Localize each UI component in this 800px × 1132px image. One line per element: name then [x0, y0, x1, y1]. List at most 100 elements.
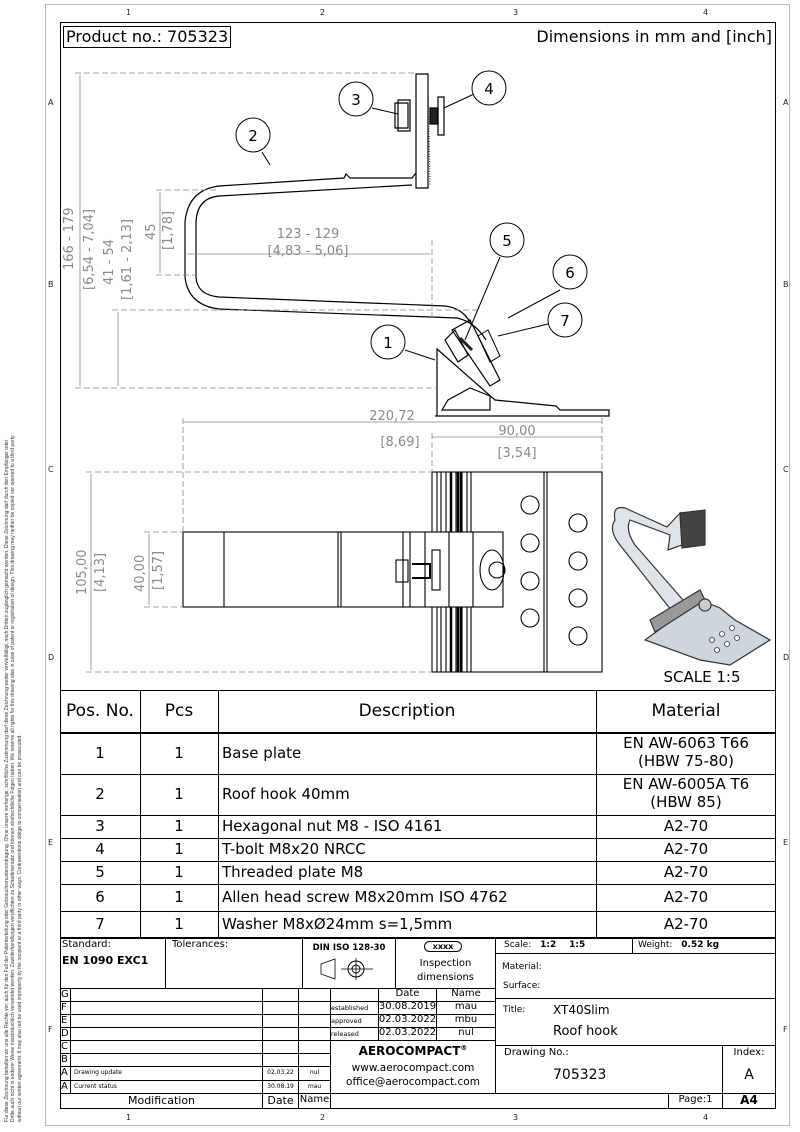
approval-label: established [331, 1004, 369, 1012]
header-pcs: Pcs [164, 701, 194, 721]
approval-date: 02.03.2022 [378, 1014, 437, 1025]
part-description: Washer M8xØ24mm s=1,5mm [222, 914, 453, 933]
part-pos: 5 [95, 862, 105, 881]
company-email[interactable]: office@aerocompact.com [346, 1076, 480, 1088]
revision-letter: F [61, 1002, 67, 1013]
dim-overall-height-inch: [6,54 - 7,04] [82, 209, 97, 290]
dim-reach-inch: [4,83 - 5,06] [268, 244, 349, 259]
part-material-hardness: (HBW 75-80) [638, 752, 734, 770]
zone-right-a: A [783, 98, 789, 107]
part-material: A2-70 [663, 887, 709, 906]
part-pcs: 1 [174, 743, 184, 762]
revision-letter: B [61, 1054, 68, 1065]
standard-label: Standard: [62, 939, 111, 950]
zone-top-2: 2 [320, 8, 326, 17]
din-standard: DIN ISO 128-30 [312, 943, 386, 953]
part-material-hardness: (HBW 85) [650, 793, 722, 811]
revision-date: 30.08.19 [267, 1083, 294, 1090]
company-website[interactable]: www.aerocompact.com [351, 1062, 475, 1074]
company-name-text: AEROCOMPACT [358, 1044, 461, 1058]
title-line2: Roof hook [553, 1024, 618, 1039]
part-pcs: 1 [174, 784, 184, 803]
inspection-line1: Inspection [419, 958, 472, 969]
registered-mark: ® [460, 1044, 468, 1052]
balloon-label-4: 4 [484, 80, 494, 98]
sheet-format: A4 [740, 1093, 758, 1107]
units-note: Dimensions in mm and [inch] [536, 27, 772, 46]
balloon-5 [489, 222, 525, 258]
dim-base-width-inch: [4,13] [93, 553, 108, 592]
balloon-label-7: 7 [560, 312, 570, 330]
dim-base-width: 105,00 [75, 550, 90, 596]
revision-description: Drawing update [74, 1069, 122, 1076]
zone-left-f: F [48, 1025, 53, 1034]
balloon-1 [370, 324, 406, 360]
page-number: Page:1 [678, 1094, 713, 1105]
revision-description: Current status [74, 1083, 117, 1090]
approval-name: mbu [454, 1014, 478, 1025]
part-material: A2-70 [663, 862, 709, 881]
balloon-label-6: 6 [565, 264, 575, 282]
top-dimensions [86, 418, 603, 673]
weight-label: Weight: 0.52 kg [638, 940, 719, 950]
scale-primary: 1:2 [540, 940, 557, 950]
index-value: A [744, 1067, 754, 1083]
material-label: Material: [502, 962, 542, 972]
part-pcs: 1 [174, 862, 184, 881]
part-pos: 3 [95, 816, 105, 835]
dim-lower-height: 41 - 54 [102, 239, 117, 285]
dim-base-length: 90,00 [498, 424, 535, 439]
part-description: Roof hook 40mm [222, 784, 350, 803]
part-pcs: 1 [174, 816, 184, 835]
balloon-label-1: 1 [383, 334, 393, 352]
balloon-4 [471, 70, 507, 106]
part-material: EN AW-6005A T6 [622, 775, 750, 793]
revision-letter: A [61, 1081, 68, 1092]
approval-date-header: Date [395, 988, 420, 999]
dim-total-length: 220,72 [369, 409, 415, 424]
scale-secondary: 1:5 [569, 940, 586, 950]
technical-drawing: 166 - 179 [6,54 - 7,04] 41 - 54 [1,61 - … [62, 70, 772, 686]
balloon-7 [547, 302, 583, 338]
revision-name: nul [309, 1069, 320, 1076]
mounting-holes [520, 495, 588, 646]
balloon-label-3: 3 [351, 91, 361, 109]
approval-date: 02.03.2022 [378, 1027, 437, 1038]
drawing-no-label: Drawing No.: [504, 1047, 569, 1058]
header-description: Description [358, 701, 456, 721]
revision-letter: D [61, 1028, 69, 1039]
revision-letter: E [61, 1015, 68, 1026]
isometric-view [611, 506, 772, 666]
dim-hook-inner-inch: [1,78] [161, 211, 176, 250]
balloon-3 [338, 81, 374, 117]
dim-reach: 123 - 129 [277, 227, 340, 242]
standard-value: EN 1090 EXC1 [62, 954, 149, 967]
title-label: Title: [503, 1005, 526, 1015]
zone-left-a: A [48, 98, 54, 107]
part-description: Hexagonal nut M8 - ISO 4161 [222, 816, 443, 835]
side-dimensions [75, 72, 480, 389]
balloon-label-2: 2 [248, 127, 258, 145]
part-description: Base plate [222, 743, 302, 762]
dim-hook-width: 40,00 [133, 555, 148, 592]
approval-label: released [331, 1030, 359, 1038]
dim-lower-height-inch: [1,61 - 2,13] [120, 219, 135, 300]
index-label: Index: [733, 1047, 765, 1058]
top-dim-labels: 220,72 [8,69] 90,00 [3,54] 105,00 [4,13]… [75, 409, 537, 595]
modification-header: Modification [127, 1094, 196, 1107]
projection-symbol-icon [320, 958, 373, 980]
dim-total-length-inch: [8,69] [380, 435, 419, 450]
part-pcs: 1 [174, 914, 184, 933]
zone-bottom-1: 1 [126, 1113, 132, 1122]
revision-letter: G [61, 989, 69, 1000]
header-material: Material [651, 701, 721, 721]
company-name: AEROCOMPACT® [330, 1044, 496, 1058]
header-pos-no: Pos. No. [66, 701, 134, 721]
rev-date-header: Date [267, 1094, 294, 1107]
zone-left-b: B [48, 280, 54, 289]
zone-top-1: 1 [126, 8, 132, 17]
zone-right-c: C [783, 465, 789, 474]
dim-base-length-inch: [3,54] [497, 446, 536, 461]
zone-right-b: B [783, 280, 789, 289]
balloons [235, 70, 588, 361]
